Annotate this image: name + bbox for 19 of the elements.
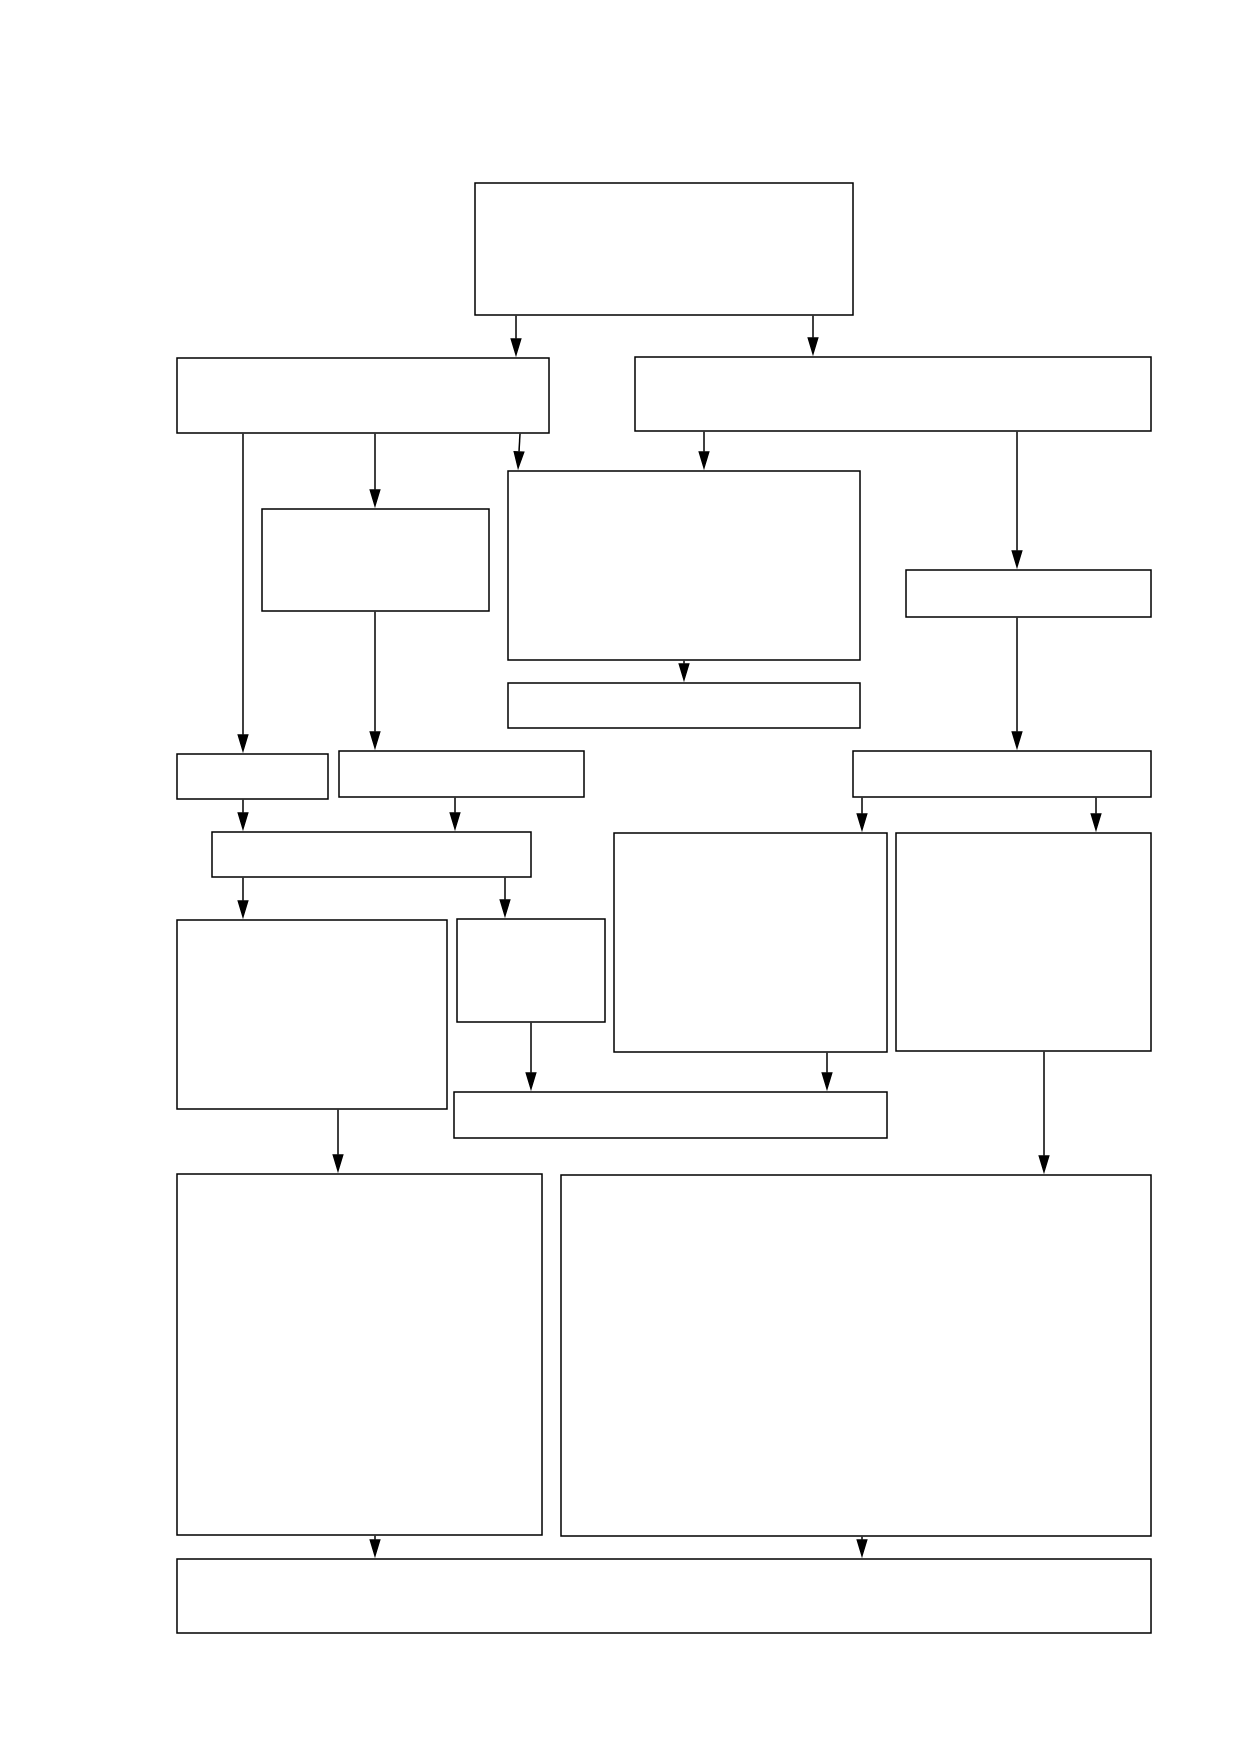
process-box — [560, 1174, 1152, 1537]
process-box — [613, 832, 888, 1053]
process-box — [176, 753, 329, 800]
process-box — [905, 569, 1152, 618]
process-box — [852, 750, 1152, 798]
process-box — [456, 918, 606, 1023]
process-box — [261, 508, 490, 612]
process-box — [176, 1558, 1152, 1634]
process-box — [507, 470, 861, 661]
process-box — [211, 831, 532, 878]
process-box — [176, 919, 448, 1110]
process-box — [176, 357, 550, 434]
process-box — [474, 182, 854, 316]
process-box — [507, 682, 861, 729]
process-box — [895, 832, 1152, 1052]
process-box — [176, 1173, 543, 1536]
process-box — [634, 356, 1152, 432]
process-box — [453, 1091, 888, 1139]
process-box — [338, 750, 585, 798]
